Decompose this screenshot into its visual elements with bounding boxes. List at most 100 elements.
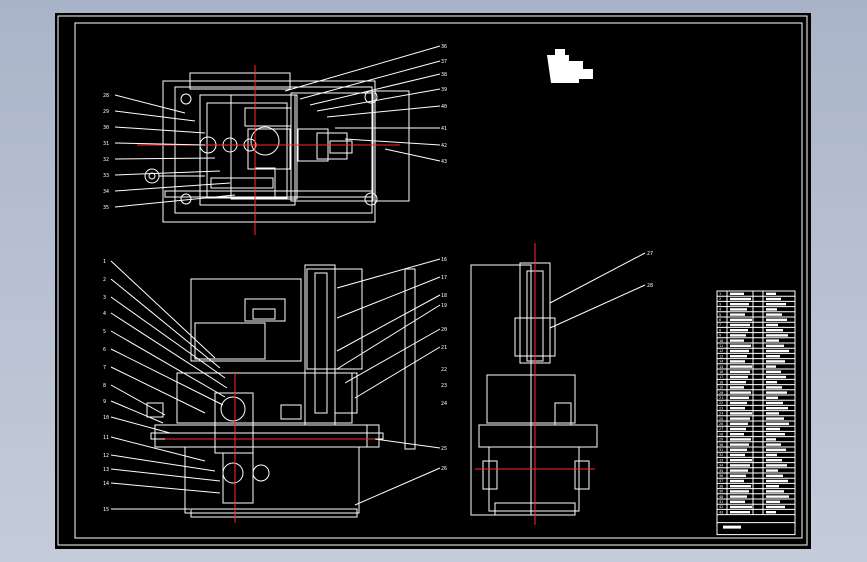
title-block-row-number: 17	[719, 375, 723, 379]
part-label: 29	[103, 109, 109, 115]
title-block-frame	[716, 290, 796, 536]
title-block-row-number: 34	[719, 464, 723, 468]
title-block-row-number: 4	[719, 308, 721, 312]
title-block-row-number: 29	[719, 438, 723, 442]
title-block-row-number: 28	[719, 432, 723, 436]
title-block-cell-text	[766, 375, 786, 379]
title-block-cell-text	[766, 422, 789, 425]
title-block-cell-text	[730, 355, 747, 358]
title-block-cell-text	[730, 375, 748, 379]
title-block-row-number: 43	[719, 510, 723, 514]
part-label: 27	[647, 251, 653, 257]
title-block-cell-text	[766, 344, 784, 347]
outer-border	[57, 15, 808, 546]
title-block-cell-text	[730, 490, 749, 493]
title-block-cell-text	[730, 381, 746, 384]
title-block-cell-text	[766, 329, 783, 332]
part-label: 37	[441, 59, 447, 65]
title-block-cell-text	[766, 386, 782, 389]
title-block-cell-text	[766, 349, 789, 353]
part-label: 38	[441, 72, 447, 78]
title-block-cell-text	[766, 485, 779, 488]
title-block-cell-text	[730, 349, 749, 353]
title-block-cell-text	[766, 381, 777, 384]
part-label: 21	[441, 345, 447, 351]
title-block-cell-text	[730, 303, 749, 306]
title-block: 1234567891011121314151617181920212223242…	[716, 290, 796, 536]
part-label: 12	[103, 453, 109, 459]
part-label: 40	[441, 104, 447, 110]
title-block-row-number: 38	[719, 484, 723, 488]
title-block-cell-text	[730, 495, 747, 498]
part-label: 6	[103, 347, 106, 353]
title-block-cell-text	[730, 407, 745, 410]
title-block-cell-text	[730, 365, 752, 368]
title-block-cell-text	[730, 422, 748, 425]
part-label: 3	[103, 295, 106, 301]
title-block-row-number: 8	[719, 328, 721, 332]
part-label: 14	[103, 481, 109, 487]
title-block-cell-text	[730, 292, 744, 295]
title-block-row-number: 6	[719, 318, 721, 322]
part-label: 13	[103, 467, 109, 473]
part-label: 43	[441, 159, 447, 165]
title-block-cell-text	[766, 313, 782, 316]
title-block-cell-text	[730, 427, 746, 431]
title-block-cell-text	[766, 355, 780, 358]
part-labels: 3637383940414243282930313233343512345678…	[103, 44, 653, 513]
part-label: 22	[441, 367, 447, 373]
title-block-cell-text	[730, 297, 751, 301]
title-block-cell-text	[766, 396, 778, 399]
title-block-cell-text	[730, 401, 747, 405]
title-block-row-number: 32	[719, 453, 723, 457]
title-block-cell-text	[766, 370, 781, 373]
title-block-cell-text	[766, 412, 779, 415]
title-block-cell-text	[730, 417, 750, 420]
part-label: 28	[647, 283, 653, 289]
title-block-row-number: 40	[719, 495, 723, 499]
title-block-row-number: 42	[719, 505, 723, 509]
part-label: 26	[441, 466, 447, 472]
title-block-cell-text	[730, 391, 751, 394]
title-block-row-number: 24	[719, 412, 723, 416]
title-block-row-number: 14	[719, 360, 723, 364]
part-label: 7	[103, 365, 106, 371]
title-block-cell-text	[766, 469, 778, 472]
title-block-row-number: 1	[719, 292, 721, 296]
part-label: 17	[441, 275, 447, 281]
title-block-row-number: 10	[719, 339, 723, 343]
title-block-cell-text	[730, 313, 745, 316]
title-block-row-number: 37	[719, 479, 723, 483]
title-block-cell-text	[766, 474, 783, 477]
part-label: 33	[103, 173, 109, 179]
title-block-row-number: 15	[719, 365, 723, 369]
title-block-cell-text	[730, 443, 749, 446]
part-label: 4	[103, 311, 106, 317]
title-block-cell-text	[730, 329, 748, 332]
title-block-row-number: 26	[719, 422, 723, 426]
title-block-cell-text	[730, 464, 750, 467]
title-block-cell-text	[766, 339, 779, 342]
note-block	[547, 49, 593, 83]
title-block-cell-text	[730, 474, 746, 477]
title-block-row-number: 36	[719, 474, 723, 478]
title-block-row-number: 19	[719, 386, 723, 390]
assembly-drawing: 1234567891011121314151617181920212223242…	[57, 15, 808, 546]
title-block-footer-text	[723, 525, 741, 529]
title-block-cell-text	[730, 459, 752, 462]
part-label: 30	[103, 125, 109, 131]
title-block-cell-text	[766, 453, 777, 457]
title-block-cell-text	[730, 323, 750, 327]
title-block-cell-text	[730, 433, 744, 436]
title-block-cell-text	[730, 453, 745, 457]
part-label: 36	[441, 44, 447, 50]
title-block-cell-text	[766, 360, 785, 363]
title-block-cell-text	[766, 505, 785, 509]
title-block-row-number: 31	[719, 448, 723, 452]
title-block-row-number: 9	[719, 334, 721, 338]
title-block-cell-text	[766, 438, 776, 441]
part-label: 28	[103, 93, 109, 99]
title-block-row-number: 21	[719, 396, 723, 400]
title-block-row-number: 2	[719, 297, 721, 301]
